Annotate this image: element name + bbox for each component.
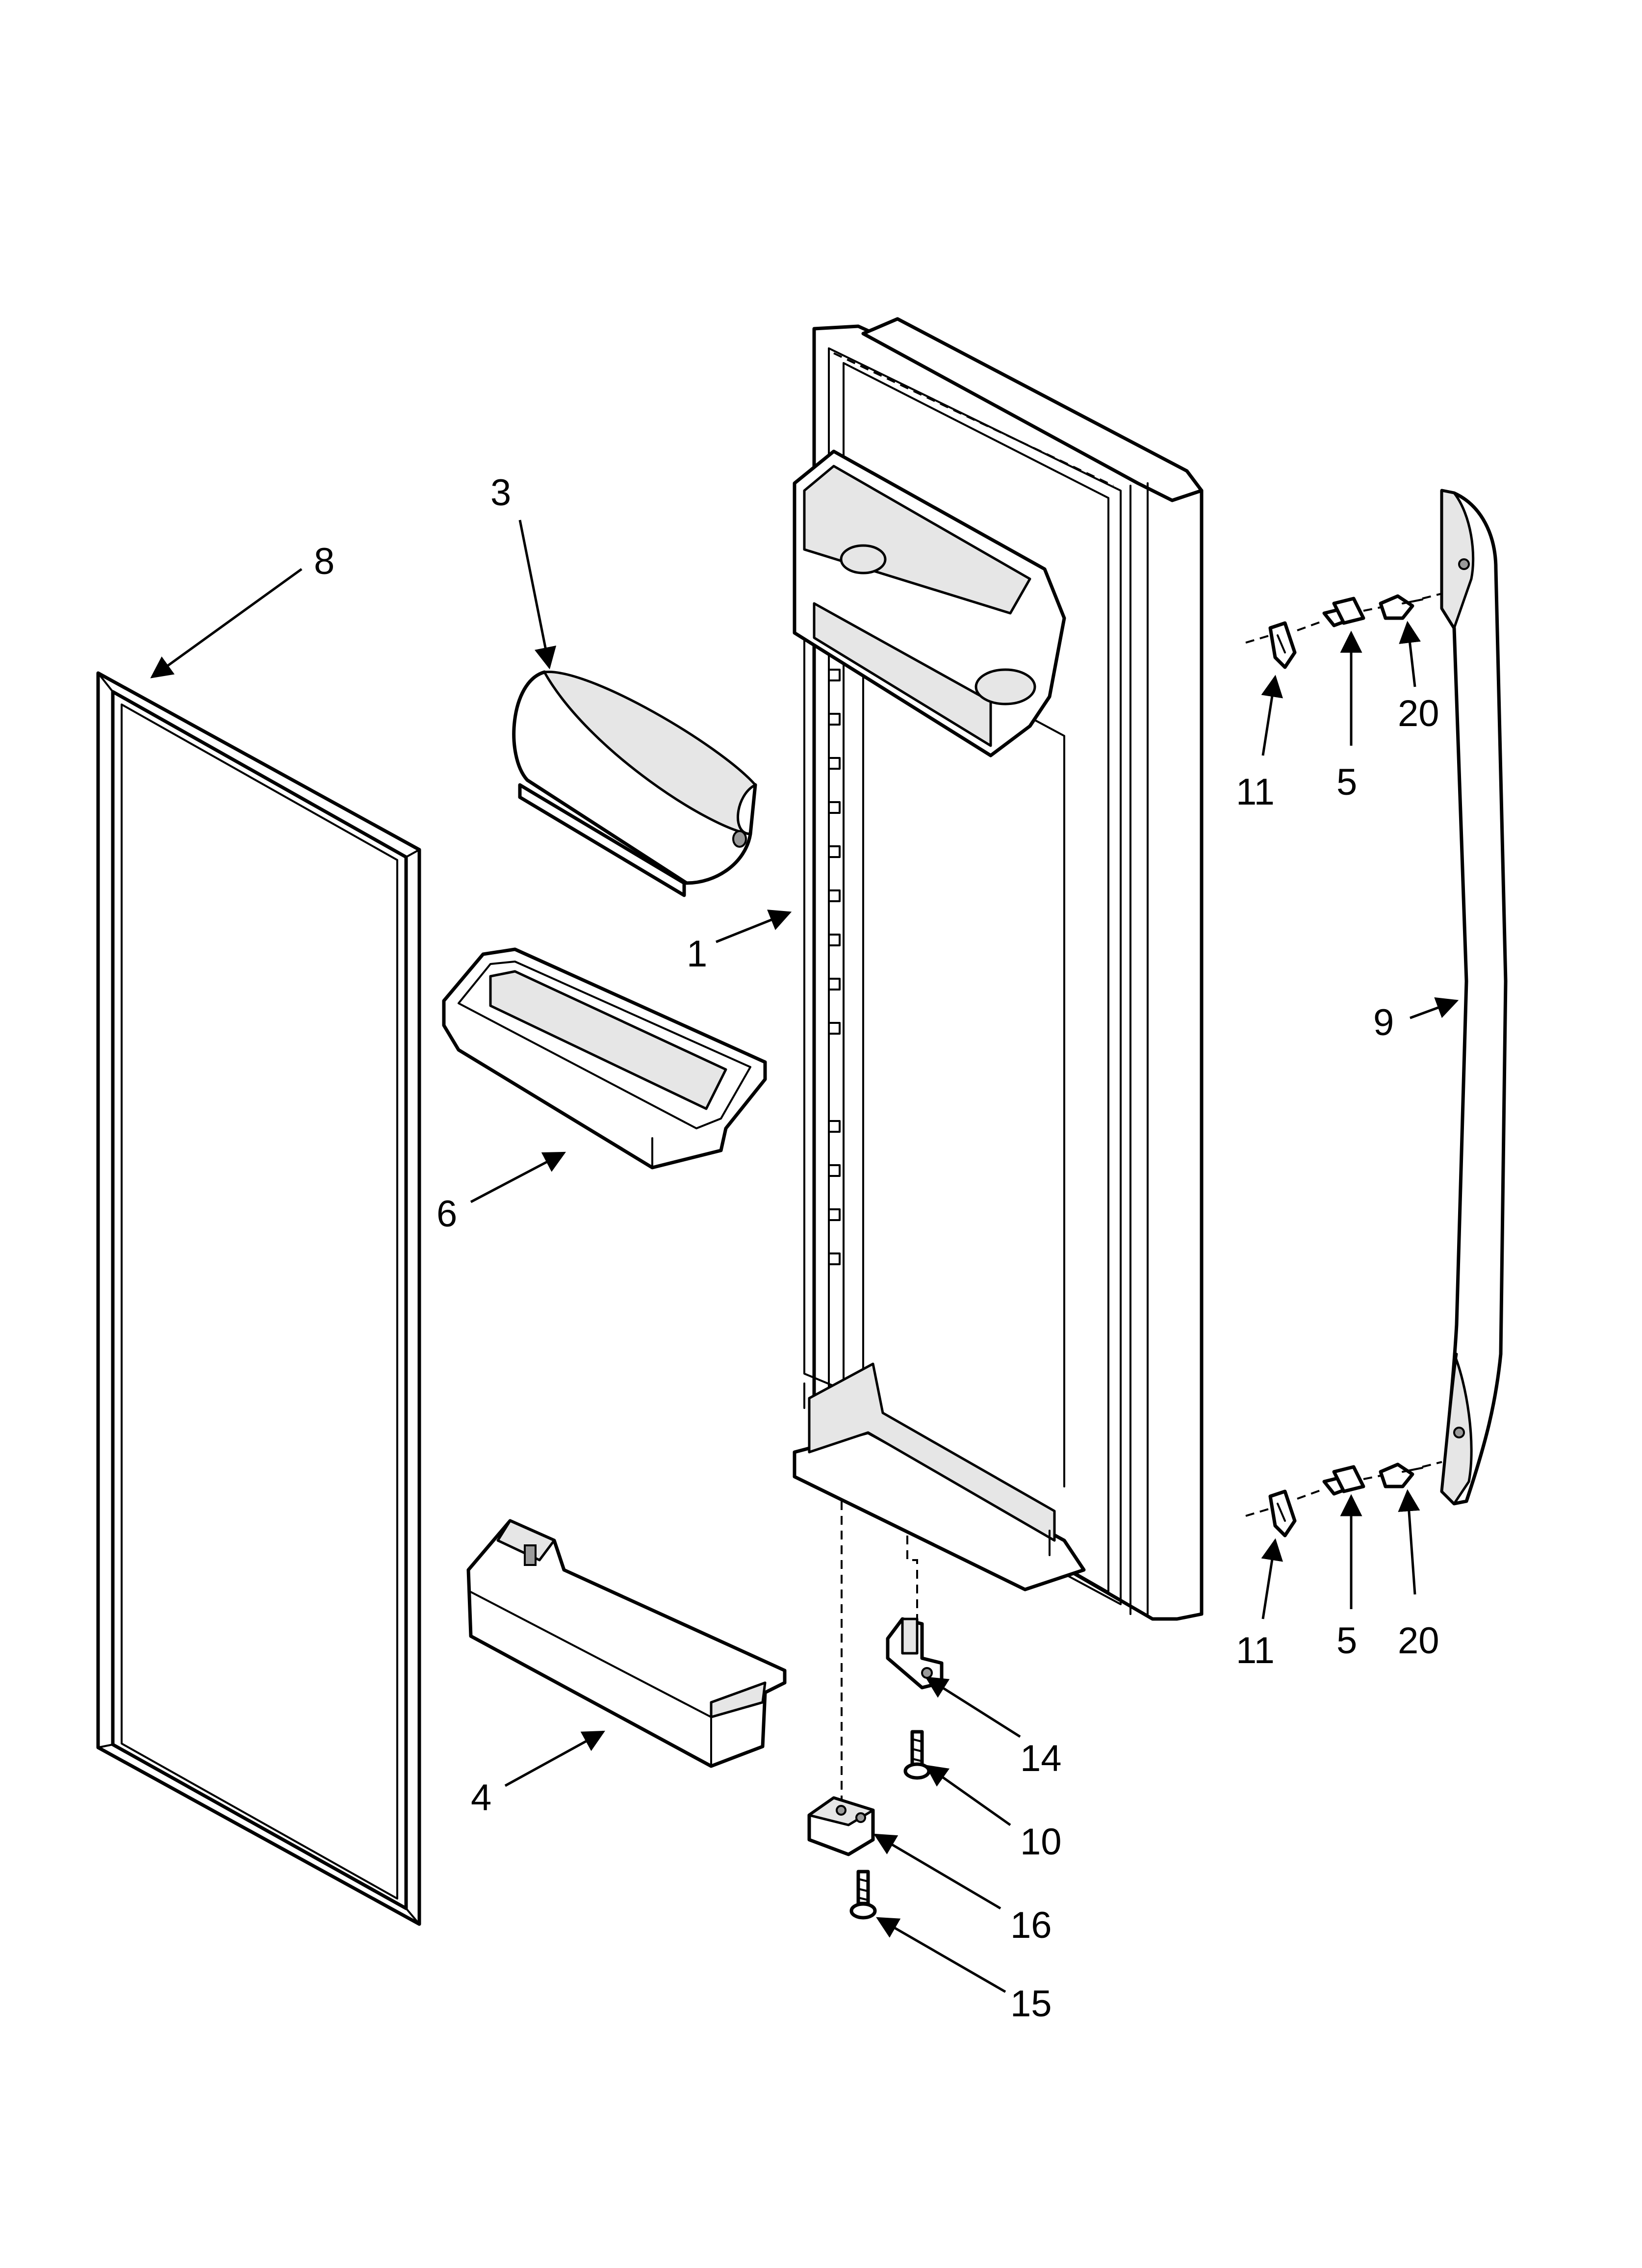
- callout-10: 10: [1020, 1821, 1062, 1863]
- upper-handle-bolt: [1379, 594, 1423, 620]
- door-gasket: [96, 671, 421, 1926]
- callout-20-upper: 20: [1398, 693, 1439, 734]
- lower-door-bin: [466, 1519, 787, 1768]
- door-assembly: [793, 317, 1204, 1621]
- callout-5-upper: 5: [1336, 761, 1357, 803]
- upper-handle-clip: [1268, 621, 1297, 669]
- callout-labels: 8 3 1 6 4 14 10 16 15 11 5 20 9 11 5 20: [314, 472, 1439, 2025]
- callout-11-upper: 11: [1236, 771, 1275, 813]
- callout-14: 14: [1020, 1738, 1062, 1779]
- callout-8: 8: [314, 541, 334, 582]
- hinge-pin: [886, 1617, 944, 1690]
- hinge-pin-screw: [903, 1730, 931, 1780]
- hinge-bracket: [807, 1796, 875, 1856]
- lower-handle-clip: [1268, 1489, 1297, 1538]
- callout-15: 15: [1010, 1983, 1052, 2025]
- callout-5-lower: 5: [1336, 1620, 1357, 1662]
- leader-arrows: [150, 520, 1459, 1993]
- callout-3: 3: [490, 472, 511, 514]
- dairy-compartment-cover: [512, 670, 757, 897]
- lower-handle-bolt: [1379, 1462, 1423, 1488]
- callout-6: 6: [436, 1193, 457, 1235]
- callout-1: 1: [687, 933, 707, 975]
- callout-16: 16: [1010, 1904, 1052, 1946]
- door-bin: [442, 947, 767, 1170]
- door-handle: [1440, 489, 1508, 1506]
- callout-9: 9: [1373, 1002, 1394, 1043]
- callout-11-lower: 11: [1236, 1630, 1275, 1671]
- bracket-screw: [849, 1870, 877, 1920]
- callout-4: 4: [471, 1777, 491, 1819]
- lower-handle-screw: [1322, 1465, 1365, 1496]
- upper-handle-screw: [1322, 597, 1365, 627]
- callout-20-lower: 20: [1398, 1620, 1439, 1662]
